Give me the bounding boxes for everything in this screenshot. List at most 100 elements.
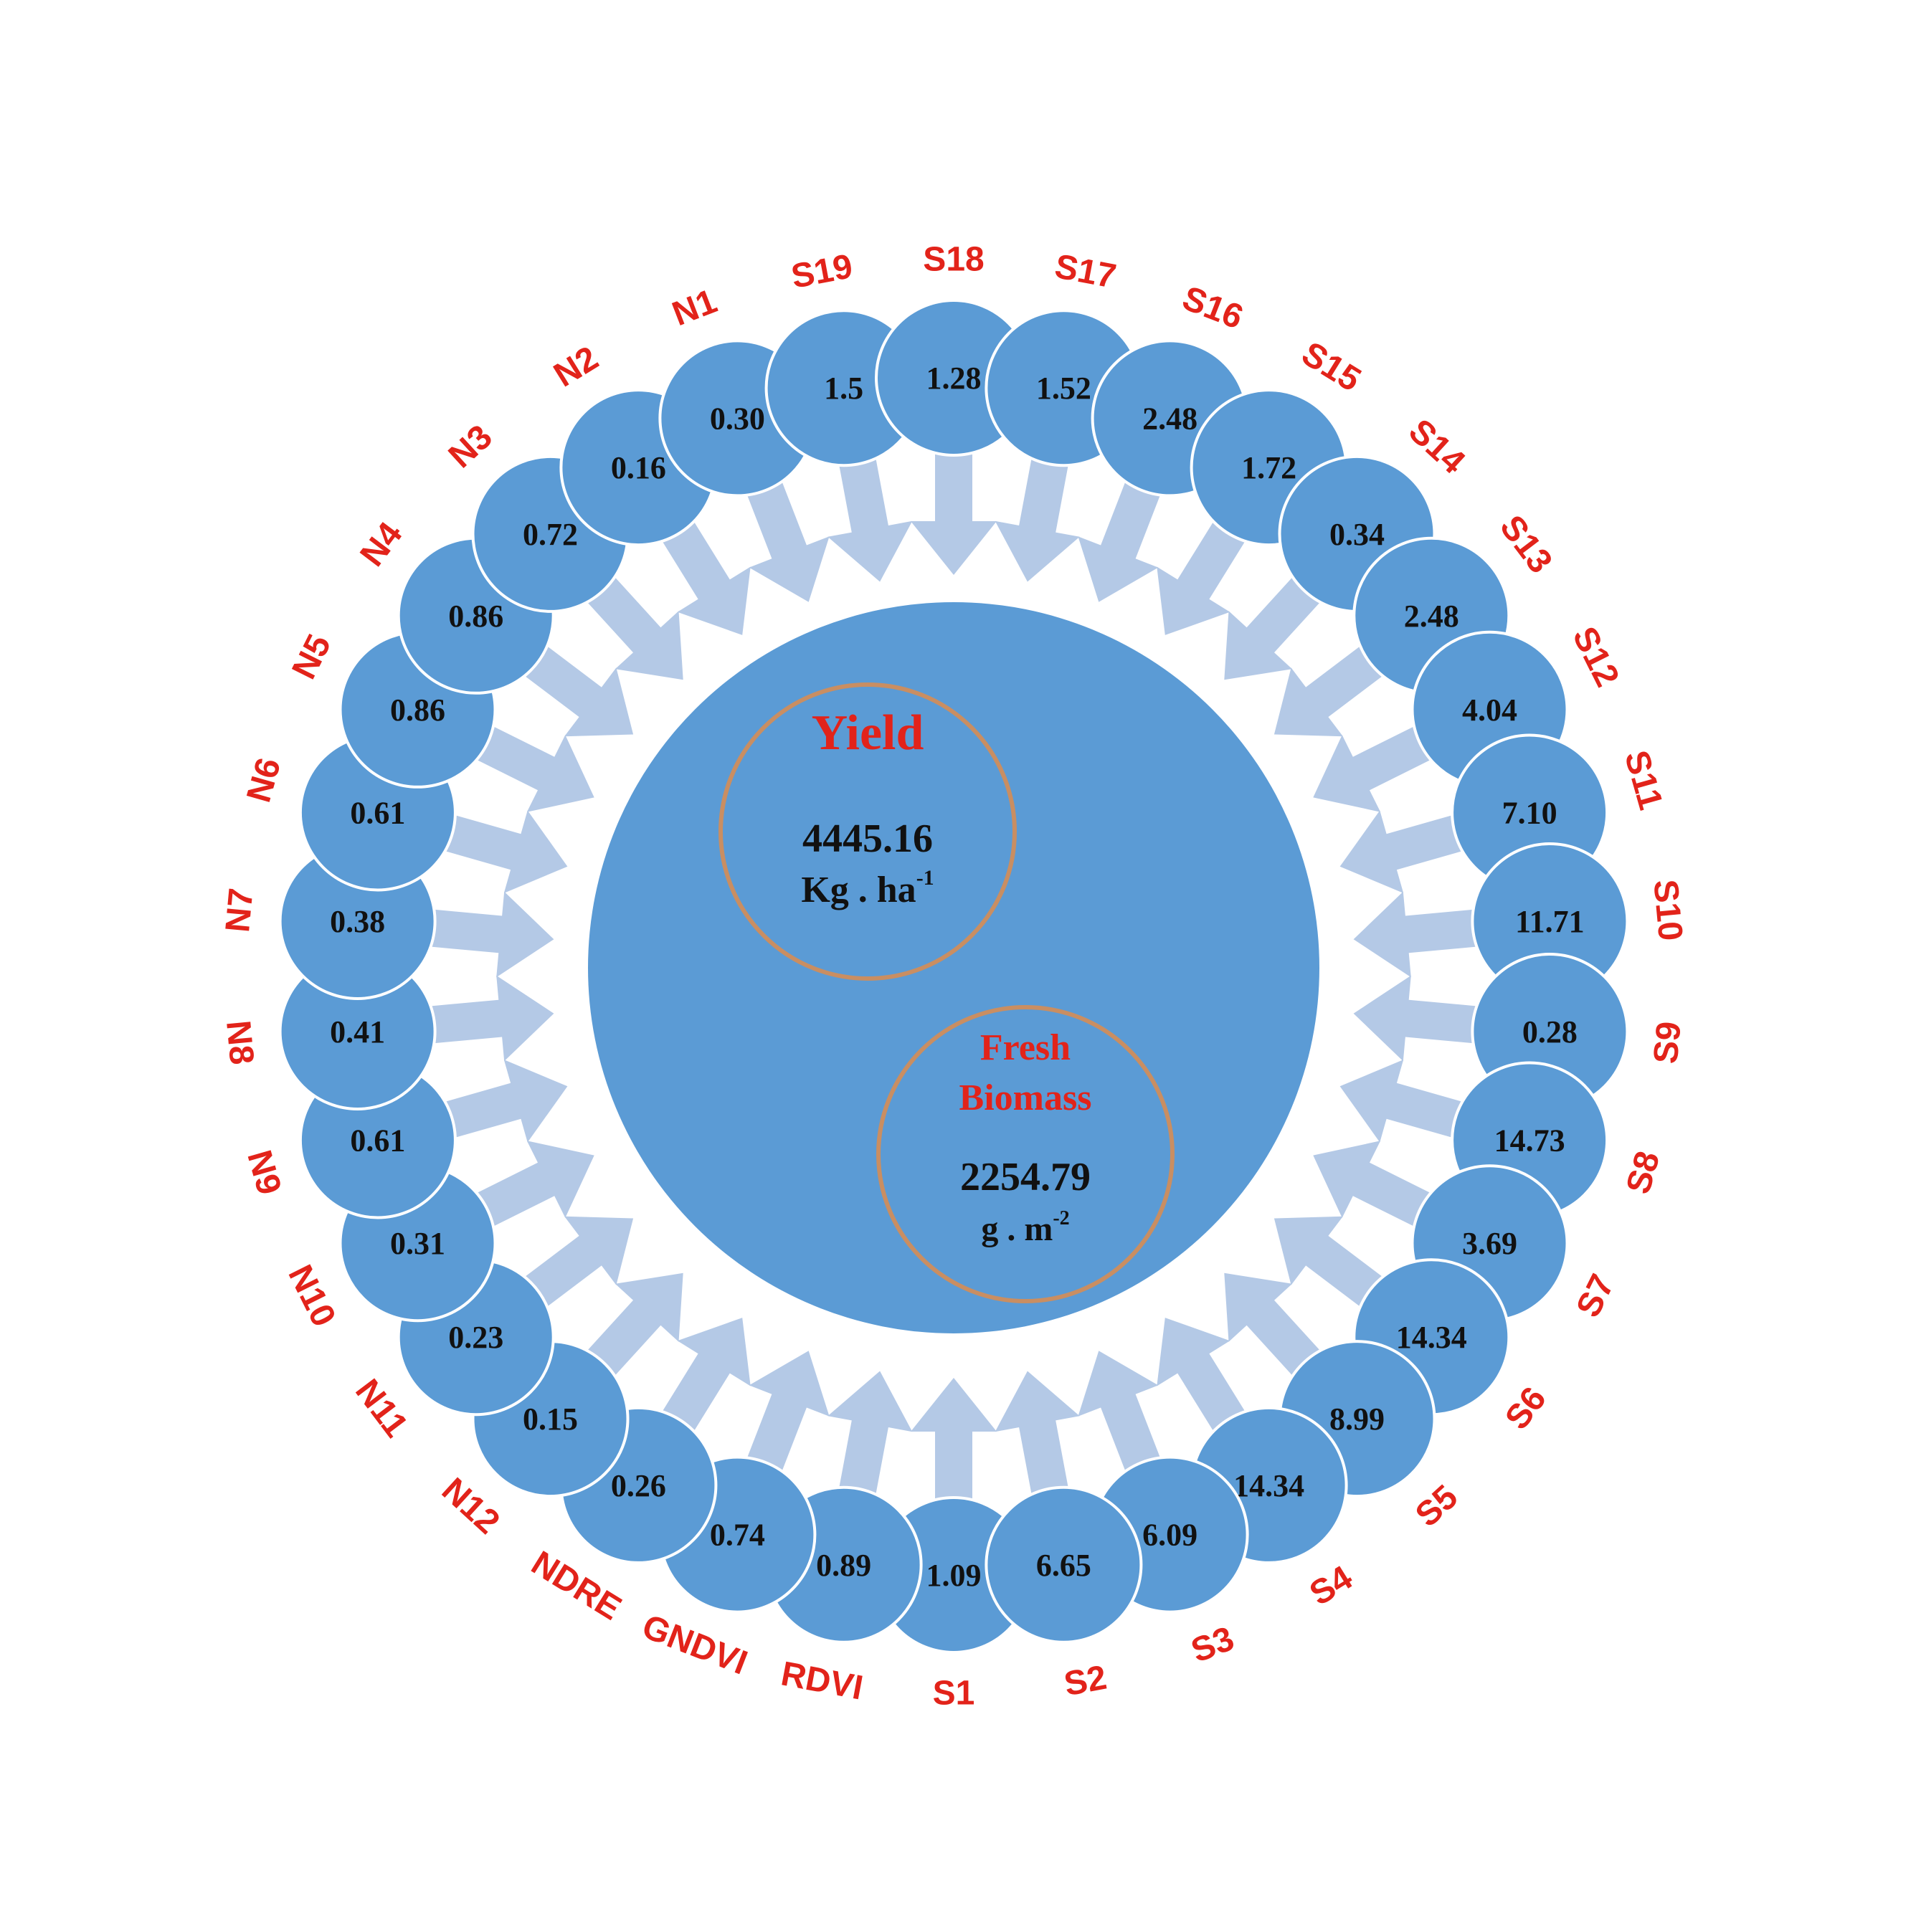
node-value-s12: 4.04 <box>1462 693 1517 728</box>
node-label-s17: S17 <box>1052 247 1119 296</box>
node-value-n9: 0.61 <box>350 1123 405 1158</box>
arrow-n8 <box>409 975 554 1062</box>
arrow-s7 <box>1313 1141 1450 1236</box>
arrow-s17 <box>995 437 1080 582</box>
biomass-unit-base: g . m <box>981 1210 1053 1248</box>
node-label-s6: S6 <box>1498 1380 1554 1437</box>
node-label-s5: S5 <box>1408 1478 1465 1535</box>
node-label-n12: N12 <box>435 1471 507 1542</box>
node-value-s1: 1.09 <box>926 1558 982 1593</box>
node-label-s2: S2 <box>1061 1659 1109 1704</box>
arrow-n6 <box>424 809 568 893</box>
node-value-n8: 0.41 <box>330 1014 385 1050</box>
node-value-n6: 0.61 <box>350 796 405 831</box>
node-value-ndre: 0.26 <box>611 1468 666 1503</box>
biomass-ring <box>876 1005 1175 1303</box>
node-label-n2: N2 <box>548 339 605 394</box>
node-label-s11: S11 <box>1617 746 1670 814</box>
node-value-n1: 0.30 <box>710 401 765 436</box>
node-label-s15: S15 <box>1295 335 1367 399</box>
node-label-s18: S18 <box>923 241 984 279</box>
node-value-n12: 0.15 <box>523 1402 578 1437</box>
node-label-s10: S10 <box>1646 878 1689 943</box>
node-value-s5: 8.99 <box>1329 1402 1385 1437</box>
node-label-s14: S14 <box>1401 412 1472 482</box>
node-value-s19: 1.5 <box>824 371 863 406</box>
node-label-n3: N3 <box>442 418 500 476</box>
yield-title: Yield <box>812 705 924 761</box>
biomass-title-line2: Biomass <box>959 1077 1092 1118</box>
node-label-n9: N9 <box>239 1146 288 1199</box>
node-label-s7: S7 <box>1569 1269 1622 1323</box>
node-value-s14: 0.34 <box>1329 517 1385 552</box>
node-value-s9: 0.28 <box>1522 1014 1578 1050</box>
node-n8: 0.41 N8 <box>219 953 437 1110</box>
biomass-value: 2254.79 <box>960 1155 1091 1199</box>
node-label-s4: S4 <box>1303 1559 1359 1613</box>
arrow-n7 <box>409 891 554 978</box>
arrow-s11 <box>1339 809 1484 893</box>
node-value-s7: 3.69 <box>1462 1226 1517 1261</box>
arrow-s2 <box>995 1371 1080 1515</box>
node-value-n11: 0.23 <box>448 1320 503 1355</box>
node-circle-s2 <box>985 1485 1143 1644</box>
node-value-s13: 2.48 <box>1404 599 1459 634</box>
node-label-n7: N7 <box>219 887 260 934</box>
center-circle <box>588 602 1319 1333</box>
arrow-s18 <box>911 432 997 575</box>
arrow-ring <box>409 432 1499 1521</box>
arrow-s9 <box>1353 975 1499 1062</box>
node-label-rdvi: RDVI <box>778 1655 865 1707</box>
yield-unit-exponent: -1 <box>916 866 934 890</box>
arrow-s16 <box>1078 461 1168 602</box>
node-label-s9: S9 <box>1647 1020 1689 1065</box>
node-label-n4: N4 <box>353 515 409 574</box>
node-label-s1: S1 <box>933 1675 975 1713</box>
node-label-gndvi: GNDVI <box>637 1607 752 1682</box>
indicator-node-ring: 1.09S10.89RDVI0.74GNDVI0.26NDRE0.15N120.… <box>219 241 1689 1713</box>
node-label-s3: S3 <box>1186 1619 1239 1670</box>
node-value-s18: 1.28 <box>926 361 982 396</box>
node-label-n11: N11 <box>348 1373 415 1445</box>
yield-group: Yield 4445.16 Kg . ha-1 <box>718 682 1017 981</box>
biomass-group: Fresh Biomass 2254.79 g . m-2 <box>876 1005 1175 1303</box>
node-label-n1: N1 <box>668 282 722 334</box>
arrow-n9 <box>424 1060 568 1143</box>
node-label-n5: N5 <box>285 629 338 685</box>
node-value-s2: 6.65 <box>1036 1548 1091 1583</box>
node-label-s19: S19 <box>788 247 855 296</box>
node-value-gndvi: 0.74 <box>710 1518 765 1553</box>
yield-unit: Kg . ha-1 <box>801 866 934 910</box>
biomass-unit-exponent: -2 <box>1053 1207 1069 1229</box>
node-value-n5: 0.86 <box>390 693 445 728</box>
node-label-s16: S16 <box>1177 279 1248 336</box>
node-label-s12: S12 <box>1565 621 1626 693</box>
node-value-s11: 7.10 <box>1502 796 1557 831</box>
node-value-s15: 1.72 <box>1241 450 1296 485</box>
arrow-s1 <box>911 1378 997 1521</box>
node-label-n8: N8 <box>219 1019 260 1066</box>
node-value-s3: 6.09 <box>1142 1518 1197 1553</box>
node-value-s4: 14.34 <box>1233 1468 1304 1503</box>
node-value-s16: 2.48 <box>1142 401 1197 436</box>
node-value-s17: 1.52 <box>1036 371 1091 406</box>
arrow-gndvi <box>739 1351 830 1492</box>
node-value-rdvi: 0.89 <box>816 1548 871 1583</box>
node-value-n10: 0.31 <box>390 1226 445 1261</box>
arrow-n5 <box>457 717 594 812</box>
node-label-s13: S13 <box>1492 508 1560 580</box>
arrow-n10 <box>457 1141 594 1236</box>
node-value-s6: 14.34 <box>1396 1320 1467 1355</box>
node-value-n4: 0.86 <box>448 599 503 634</box>
node-label-s8: S8 <box>1619 1147 1667 1198</box>
arrow-s12 <box>1313 717 1450 812</box>
node-label-n10: N10 <box>280 1259 343 1332</box>
node-value-n3: 0.72 <box>523 517 578 552</box>
biomass-title-line1: Fresh <box>980 1027 1071 1068</box>
arrow-s10 <box>1353 891 1499 978</box>
arrow-s8 <box>1339 1060 1484 1143</box>
yield-value: 4445.16 <box>802 817 933 861</box>
